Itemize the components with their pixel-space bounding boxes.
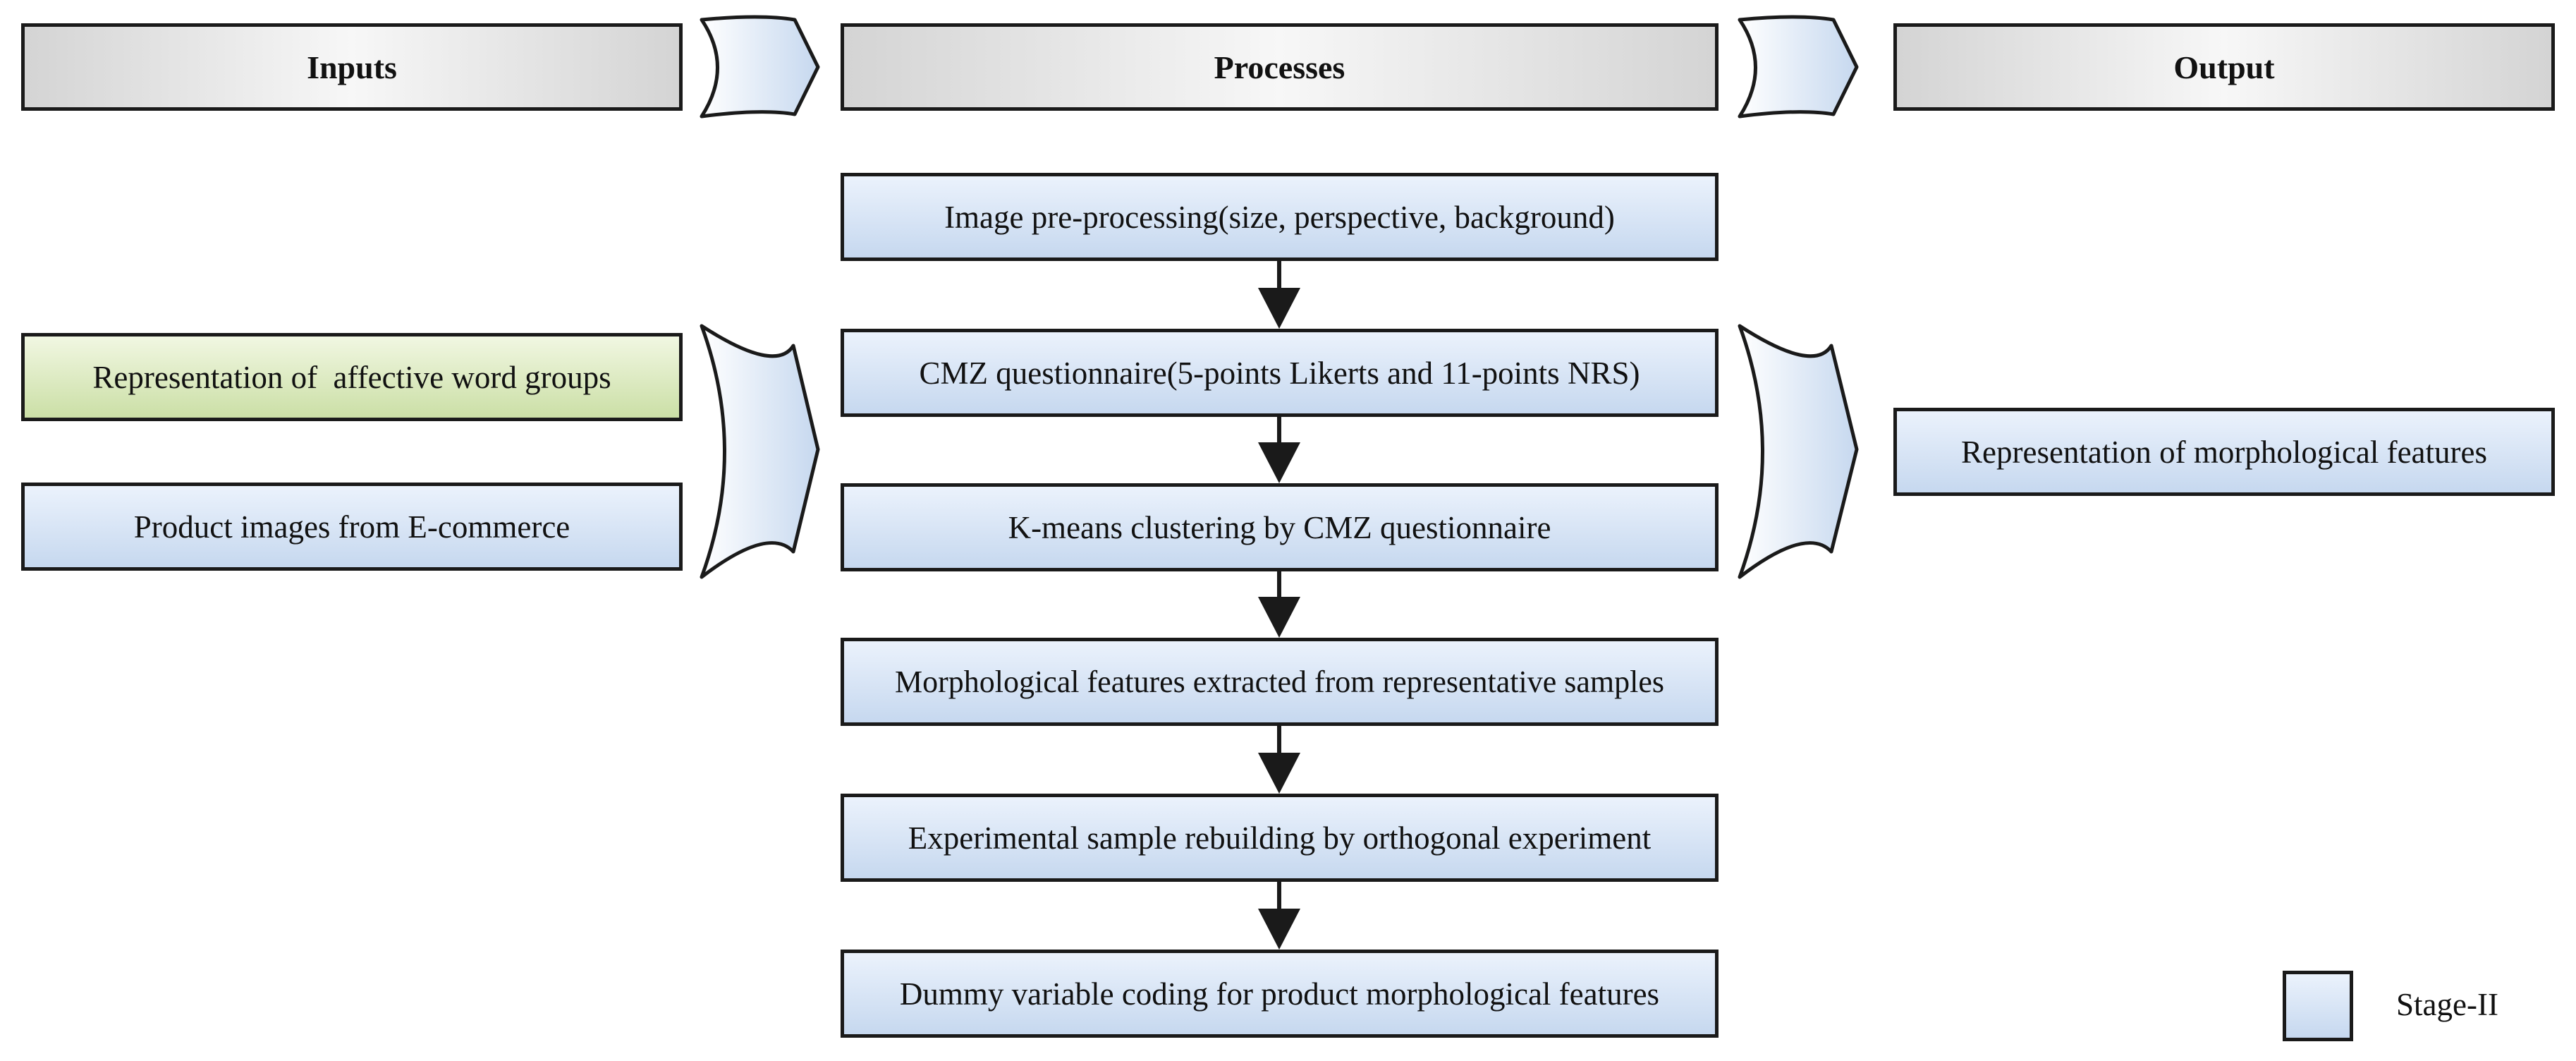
input-box-affective-word-groups: Representation of affective word groups [21, 333, 683, 421]
inputs-header: Inputs [21, 23, 683, 111]
process-connector-4 [1258, 726, 1300, 794]
output-box-morphological-features: Representation of morphological features [1893, 408, 2555, 496]
output-header: Output [1893, 23, 2555, 111]
process-box-feature-extraction: Morphological features extracted from re… [841, 638, 1719, 726]
process-connector-5 [1258, 882, 1300, 950]
process-label-sample-rebuilding: Experimental sample rebuilding by orthog… [908, 820, 1652, 856]
processes-header-label: Processes [1214, 49, 1345, 85]
process-label-feature-extraction: Morphological features extracted from re… [895, 665, 1664, 699]
process-label-kmeans-clustering: K-means clustering by CMZ questionnaire [1008, 509, 1551, 545]
process-connector-1 [1258, 261, 1300, 329]
process-label-image-preprocessing: Image pre-processing(size, perspective, … [944, 199, 1615, 235]
input-label-affective-word-groups: Representation of affective word groups [92, 359, 611, 395]
legend-label-stage-ii: Stage-II [2396, 987, 2498, 1022]
process-connector-3 [1258, 571, 1300, 638]
processes-to-output-arrow [1738, 324, 1859, 579]
processes-header: Processes [841, 23, 1719, 111]
input-label-product-images: Product images from E-commerce [133, 509, 570, 545]
process-label-cmz-questionnaire: CMZ questionnaire(5-points Likerts and 1… [919, 355, 1640, 391]
process-box-kmeans-clustering: K-means clustering by CMZ questionnaire [841, 483, 1719, 571]
process-box-image-preprocessing: Image pre-processing(size, perspective, … [841, 173, 1719, 261]
process-box-dummy-variable-coding: Dummy variable coding for product morpho… [841, 950, 1719, 1038]
process-box-sample-rebuilding: Experimental sample rebuilding by orthog… [841, 794, 1719, 882]
output-label-morphological-features: Representation of morphological features [1961, 434, 2487, 470]
process-connector-2 [1258, 417, 1300, 483]
process-box-cmz-questionnaire: CMZ questionnaire(5-points Likerts and 1… [841, 329, 1719, 417]
inputs-header-label: Inputs [307, 49, 397, 85]
input-box-product-images: Product images from E-commerce [21, 483, 683, 571]
process-label-dummy-variable-coding: Dummy variable coding for product morpho… [899, 976, 1660, 1012]
inputs-to-processes-arrow [700, 324, 820, 579]
legend-swatch-stage-ii [2283, 971, 2353, 1041]
header-arrow-processes-to-output [1738, 15, 1859, 119]
output-header-label: Output [2173, 49, 2275, 85]
header-arrow-inputs-to-processes [700, 15, 820, 119]
